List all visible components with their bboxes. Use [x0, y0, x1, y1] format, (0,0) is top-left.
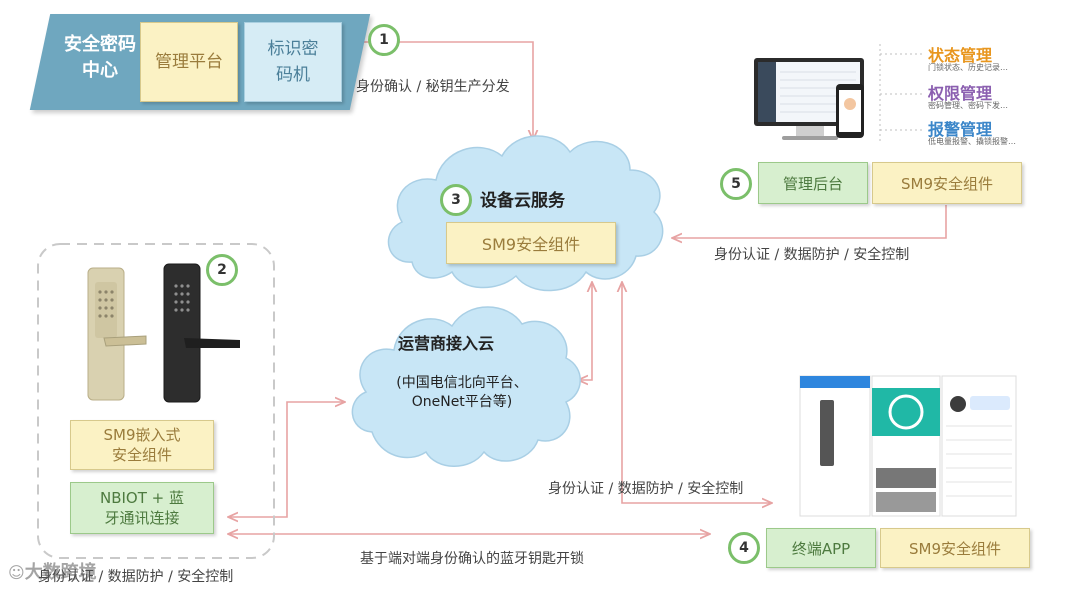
watermark-text: 大数跨境	[24, 562, 97, 583]
arrow-operator-to-lock	[228, 402, 345, 517]
step-number-2: 2	[206, 254, 238, 286]
arrow-center-to-cloud	[352, 42, 533, 140]
id-crypto-machine-box: 标识密码机	[244, 22, 342, 102]
mgmt-item-alarm-title: 报警管理	[928, 120, 993, 139]
gold-lock-image	[87, 267, 147, 401]
mgmt-platform-box: 管理平台	[140, 22, 238, 102]
watermark-logo: ☺大数跨境	[8, 558, 97, 584]
terminal-app-box: 终端APP	[766, 528, 876, 568]
terminal-arrow-label: 身份认证 / 数据防护 / 安全控制	[548, 481, 744, 497]
mgmt-item-status-title: 状态管理	[928, 46, 993, 65]
lock-group-border	[37, 243, 275, 559]
mgmt-tree	[879, 44, 922, 142]
backend-sm9-component: SM9安全组件	[872, 162, 1022, 204]
phone-screenshots	[799, 375, 1017, 517]
mgmt-item-permission-title: 权限管理	[928, 84, 993, 103]
cloud-device-service	[387, 135, 664, 292]
cloud-sm9-component: SM9安全组件	[446, 222, 616, 264]
security-center-title: 安全密码中心	[64, 34, 136, 81]
bluetooth-unlock-label: 基于端对端身份确认的蓝牙钥匙开锁	[360, 551, 584, 567]
backend-arrow-label: 身份认证 / 数据防护 / 安全控制	[714, 247, 910, 263]
step-number-1: 1	[368, 24, 400, 56]
mgmt-item-status-sub: 门锁状态、历史记录…	[928, 63, 1008, 72]
monitor-image	[754, 58, 864, 140]
terminal-sm9-component: SM9安全组件	[880, 528, 1030, 568]
arrow-backend-to-cloud	[672, 205, 947, 238]
arrow-cloud-to-operator	[578, 282, 592, 380]
watermark-icon: ☺	[8, 563, 25, 582]
mgmt-item-permission-sub: 密码管理、密码下发…	[928, 101, 1008, 110]
backend-mgmt-box: 管理后台	[758, 162, 868, 204]
mgmt-item-alarm-sub: 低电量报警、撬锁报警…	[928, 137, 1016, 146]
operator-cloud-title: 运营商接入云	[398, 334, 495, 353]
operator-cloud-detail: (中国电信北向平台、OneNet平台等)	[396, 375, 528, 410]
lock-arrow-label: 身份认证 / 数据防护 / 安全控制	[38, 569, 234, 585]
center-arrow-label: 身份确认 / 秘钥生产分发	[356, 79, 510, 95]
black-lock-image	[163, 263, 240, 403]
step-number-3: 3	[440, 184, 472, 216]
cloud-service-title: 设备云服务	[480, 191, 565, 211]
step-number-5: 5	[720, 168, 752, 200]
arrow-cloud-to-terminal	[622, 282, 772, 503]
lock-sm9-embedded: SM9嵌入式安全组件	[70, 420, 214, 470]
cloud-operator	[351, 306, 581, 467]
step-number-4: 4	[728, 532, 760, 564]
lock-nbiot-bluetooth: NBIOT + 蓝牙通讯连接	[70, 482, 214, 534]
